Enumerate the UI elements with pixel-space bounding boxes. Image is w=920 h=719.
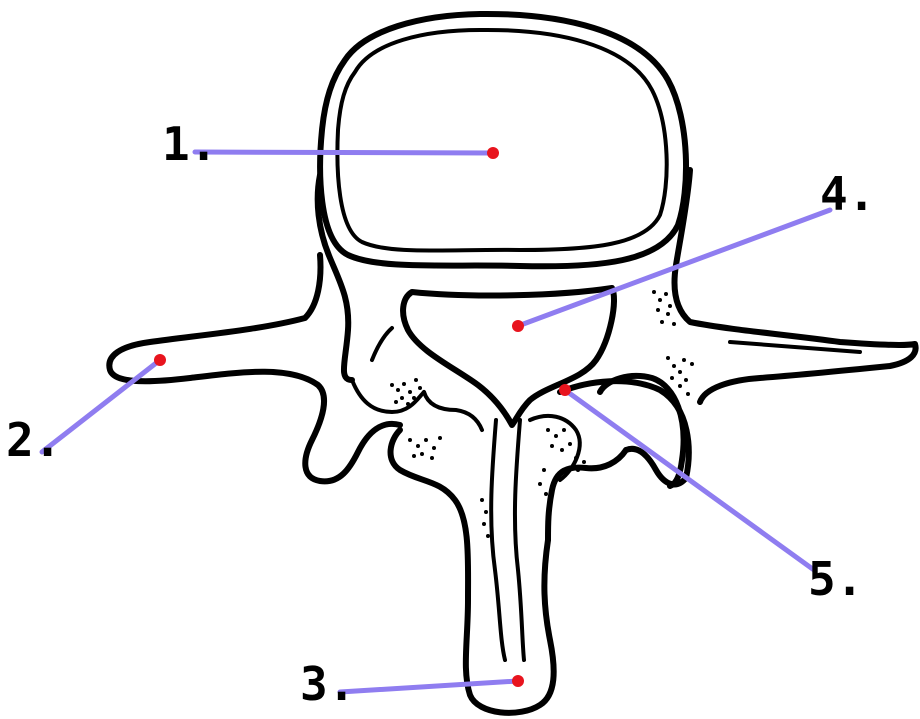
leader-line-5 (565, 390, 814, 570)
label-3: 3. (300, 657, 355, 711)
marker-dot-3 (512, 675, 524, 687)
label-2: 2. (6, 413, 61, 467)
left-superior-articular (391, 430, 554, 713)
label-4: 4. (820, 167, 875, 221)
left-small-line (372, 328, 392, 360)
stipple-left-lower (408, 436, 442, 460)
vertebral-body-inner-outline (337, 30, 666, 251)
marker-dot-4 (512, 320, 524, 332)
label-1: 1. (162, 117, 217, 171)
stipple-spinous (480, 498, 490, 538)
leader-line-1 (195, 152, 493, 153)
spinous-process-inner-right (515, 420, 524, 660)
right-inferior-articular (548, 450, 626, 540)
spinous-process-inner-left (491, 420, 505, 660)
marker-dot-5 (559, 384, 571, 396)
right-transverse-process (675, 170, 916, 402)
leader-line-3 (340, 681, 518, 692)
left-articular-curve (352, 380, 424, 412)
left-inner-loop (424, 392, 482, 430)
label-5: 5. (808, 552, 863, 606)
marker-dot-2 (154, 354, 166, 366)
stipple-right-pedicle (652, 290, 676, 326)
marker-dot-1 (487, 147, 499, 159)
right-pedicle-inner (530, 416, 580, 480)
